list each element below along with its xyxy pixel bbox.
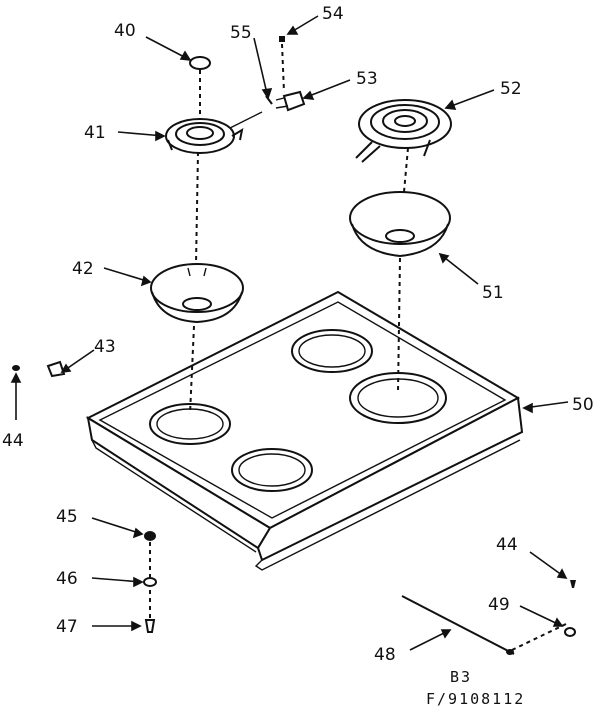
screw-part-44-left bbox=[12, 365, 20, 371]
callout-labels: 40 55 54 53 52 41 51 42 43 44 50 45 46 4… bbox=[2, 4, 594, 665]
callout-41: 41 bbox=[84, 123, 106, 143]
callout-54: 54 bbox=[322, 4, 344, 24]
terminal-block bbox=[275, 90, 306, 112]
nut-part-45 bbox=[144, 531, 156, 541]
callout-53: 53 bbox=[356, 69, 378, 89]
small-drip-pan bbox=[150, 263, 244, 324]
callout-44-left: 44 bbox=[2, 431, 24, 451]
large-surface-element bbox=[355, 99, 452, 163]
callout-48: 48 bbox=[374, 645, 396, 665]
clip-part-43 bbox=[46, 360, 66, 378]
figure-id: F/9108112 bbox=[426, 690, 525, 708]
callout-45: 45 bbox=[56, 507, 78, 527]
callout-42: 42 bbox=[72, 259, 94, 279]
rod-part-48 bbox=[401, 595, 515, 655]
screw-part-54 bbox=[279, 36, 285, 42]
callout-43: 43 bbox=[94, 337, 116, 357]
callout-46: 46 bbox=[56, 569, 78, 589]
cooktop-panel bbox=[85, 290, 524, 571]
callout-52: 52 bbox=[500, 79, 522, 99]
spacer-part-46 bbox=[143, 577, 157, 587]
callout-49: 49 bbox=[488, 595, 510, 615]
callout-40: 40 bbox=[114, 21, 136, 41]
callout-51: 51 bbox=[482, 283, 504, 303]
callout-44-right: 44 bbox=[496, 535, 518, 555]
leader-arrows bbox=[10, 15, 569, 651]
knob-part-40 bbox=[189, 56, 211, 70]
screw-part-44-right bbox=[570, 580, 576, 588]
screw-part-47 bbox=[144, 619, 156, 633]
clip-part-49 bbox=[564, 627, 576, 637]
page-code: B3 bbox=[450, 668, 472, 686]
large-drip-pan bbox=[349, 191, 451, 258]
small-surface-element bbox=[165, 111, 263, 154]
callout-55: 55 bbox=[230, 23, 252, 43]
callout-50: 50 bbox=[572, 395, 594, 415]
callout-47: 47 bbox=[56, 617, 78, 637]
burner-opening-front-right bbox=[231, 448, 313, 492]
assembly-lines bbox=[149, 43, 567, 651]
burner-opening-rear-left bbox=[291, 329, 373, 373]
